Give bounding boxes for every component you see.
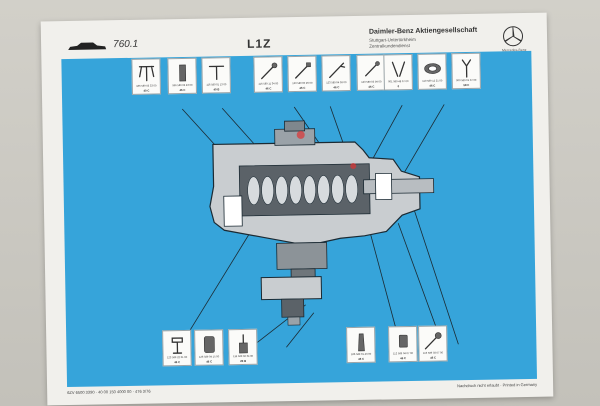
tool-group-code: 58 C <box>463 82 470 88</box>
fork-wrench-icon <box>461 59 472 78</box>
tool-group-code: 46 C <box>179 87 186 93</box>
diagram-panel <box>61 50 538 388</box>
car-silhouette-icon <box>68 42 107 50</box>
tool-group-code: 46 C <box>429 83 436 88</box>
tool-group-code: 46 C <box>265 86 272 91</box>
tool-part-number: 116 589 03 07 00 <box>423 351 444 355</box>
company-location: Stuttgart-Untertürkheim <box>369 36 416 43</box>
tool-part-number: 186 589 02 43 00 <box>172 83 193 88</box>
footer-print-code: 6ZV 6500 3390 · 40 00 150 4000 00 · 476 … <box>67 388 151 396</box>
tool-group-code: 46 C <box>299 85 306 90</box>
torque-wrench-icon <box>424 332 442 350</box>
tool-part-number: 001 589 48 07 00 <box>388 80 409 84</box>
bushing-icon <box>203 336 215 353</box>
spanner-icon <box>329 62 346 79</box>
tool-poster: 760.1 L1Z Daimler-Benz Aktiengesellschaf… <box>40 12 554 406</box>
ring-gauge-icon <box>424 63 441 74</box>
socket-wrench-icon <box>295 62 311 79</box>
tool-part-number: 186 589 03 33 00 <box>136 84 157 88</box>
model-number: 760.1 <box>113 38 139 51</box>
tool-part-number: 116 589 01 13 00 <box>206 83 227 87</box>
tool-group-code: 46 C <box>400 356 407 361</box>
company-department: Zentralkundendienst <box>369 43 410 49</box>
sleeve-icon <box>179 64 187 82</box>
tool-group-code: 46 C <box>358 356 365 361</box>
drift-icon <box>239 334 248 354</box>
tool-part-number: 000 589 01 07 00 <box>456 78 477 83</box>
tool-group-code: 46 C <box>430 355 437 360</box>
poster-header: 760.1 L1Z Daimler-Benz Aktiengesellschaf… <box>41 13 548 60</box>
nut-socket-icon <box>398 334 408 348</box>
tool-part-number: 116 589 02 34 00 <box>233 354 254 359</box>
tool-group-code: 23 B <box>240 358 247 364</box>
tool-group-code: 46 C <box>174 360 181 365</box>
tool-group-code: 46 C <box>333 85 340 90</box>
puller-icon <box>138 65 155 82</box>
tool-part-number: 123 589 22 31 00 <box>166 355 188 360</box>
footer-copyright: Nachdruck nicht erlaubt · Printed in Ger… <box>457 381 538 389</box>
tool-group-code: 40 C <box>143 88 150 93</box>
tool-part-number: 123 589 03 09 00 <box>361 80 382 84</box>
tool-part-number: 126 589 04 15 00 <box>198 355 220 359</box>
tool-group-code: 46 C <box>368 84 375 89</box>
tool-part-number: 123 589 00 26 00 <box>292 81 313 86</box>
company-name: Daimler-Benz Aktiengesellschaft <box>368 26 478 36</box>
tool-part-number: 116 589 11 34 00 <box>258 82 279 86</box>
tool-group-code: 0 <box>397 84 400 89</box>
steering-gear-cutaway <box>178 104 459 350</box>
pin-wrench-icon <box>391 61 406 77</box>
mercedes-star-icon <box>503 26 524 47</box>
tool-part-number: 112 589 04 07 00 <box>393 351 414 356</box>
group-code: L1Z <box>246 36 272 51</box>
press-icon <box>171 337 183 354</box>
tool-part-number: 186 589 01 43 00 <box>350 352 372 357</box>
tool-part-number: 110 589 12 21 00 <box>422 79 443 83</box>
tool-part-number: 123 589 04 09 00 <box>326 81 347 85</box>
box-wrench-icon <box>261 62 278 80</box>
tool-group-code: 40 B <box>213 87 220 92</box>
key-icon <box>365 61 380 77</box>
tool-group-code: 46 C <box>206 359 213 364</box>
t-handle-wrench-icon <box>208 65 225 81</box>
mandrel-icon <box>358 333 365 352</box>
